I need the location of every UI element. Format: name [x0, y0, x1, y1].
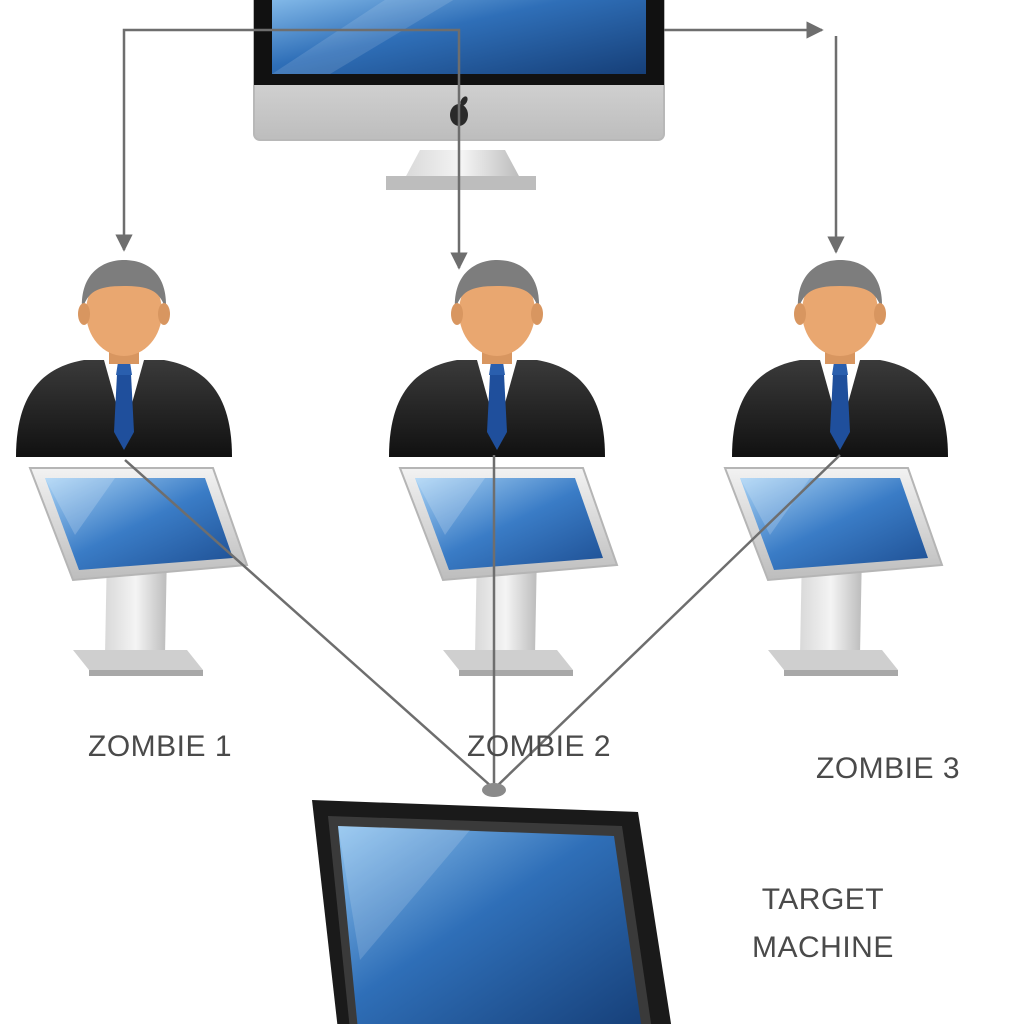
- zombie-1-label: ZOMBIE 1: [88, 730, 233, 763]
- attack-connectors: [124, 454, 841, 788]
- zombie-1-terminal-icon: [29, 467, 248, 677]
- connector-controller-zombie-1: [115, 28, 254, 252]
- connector-controller-zombie-2: [254, 28, 468, 270]
- controller-computer-icon: [253, 0, 665, 190]
- command-connectors: [115, 21, 845, 270]
- zombie-3-terminal-icon: [724, 467, 943, 677]
- target-label-line-1: TARGET: [761, 883, 885, 916]
- zombie-3-label: ZOMBIE 3: [816, 752, 961, 785]
- target-machine-monitor-icon: [312, 800, 672, 1024]
- zombie-2-terminal-icon: [399, 467, 618, 677]
- zombie-3-person-icon: [732, 260, 948, 457]
- zombie-1-person-icon: [16, 260, 232, 457]
- zombie-2-label: ZOMBIE 2: [467, 730, 612, 763]
- target-machine-label: TARGET MACHINE: [752, 876, 894, 972]
- zombie-2-person-icon: [389, 260, 605, 457]
- connector-zombie-3-target: [495, 454, 841, 788]
- target-label-line-2: MACHINE: [752, 931, 894, 964]
- connector-zombie-1-target: [124, 459, 493, 788]
- connector-junction: [482, 783, 506, 797]
